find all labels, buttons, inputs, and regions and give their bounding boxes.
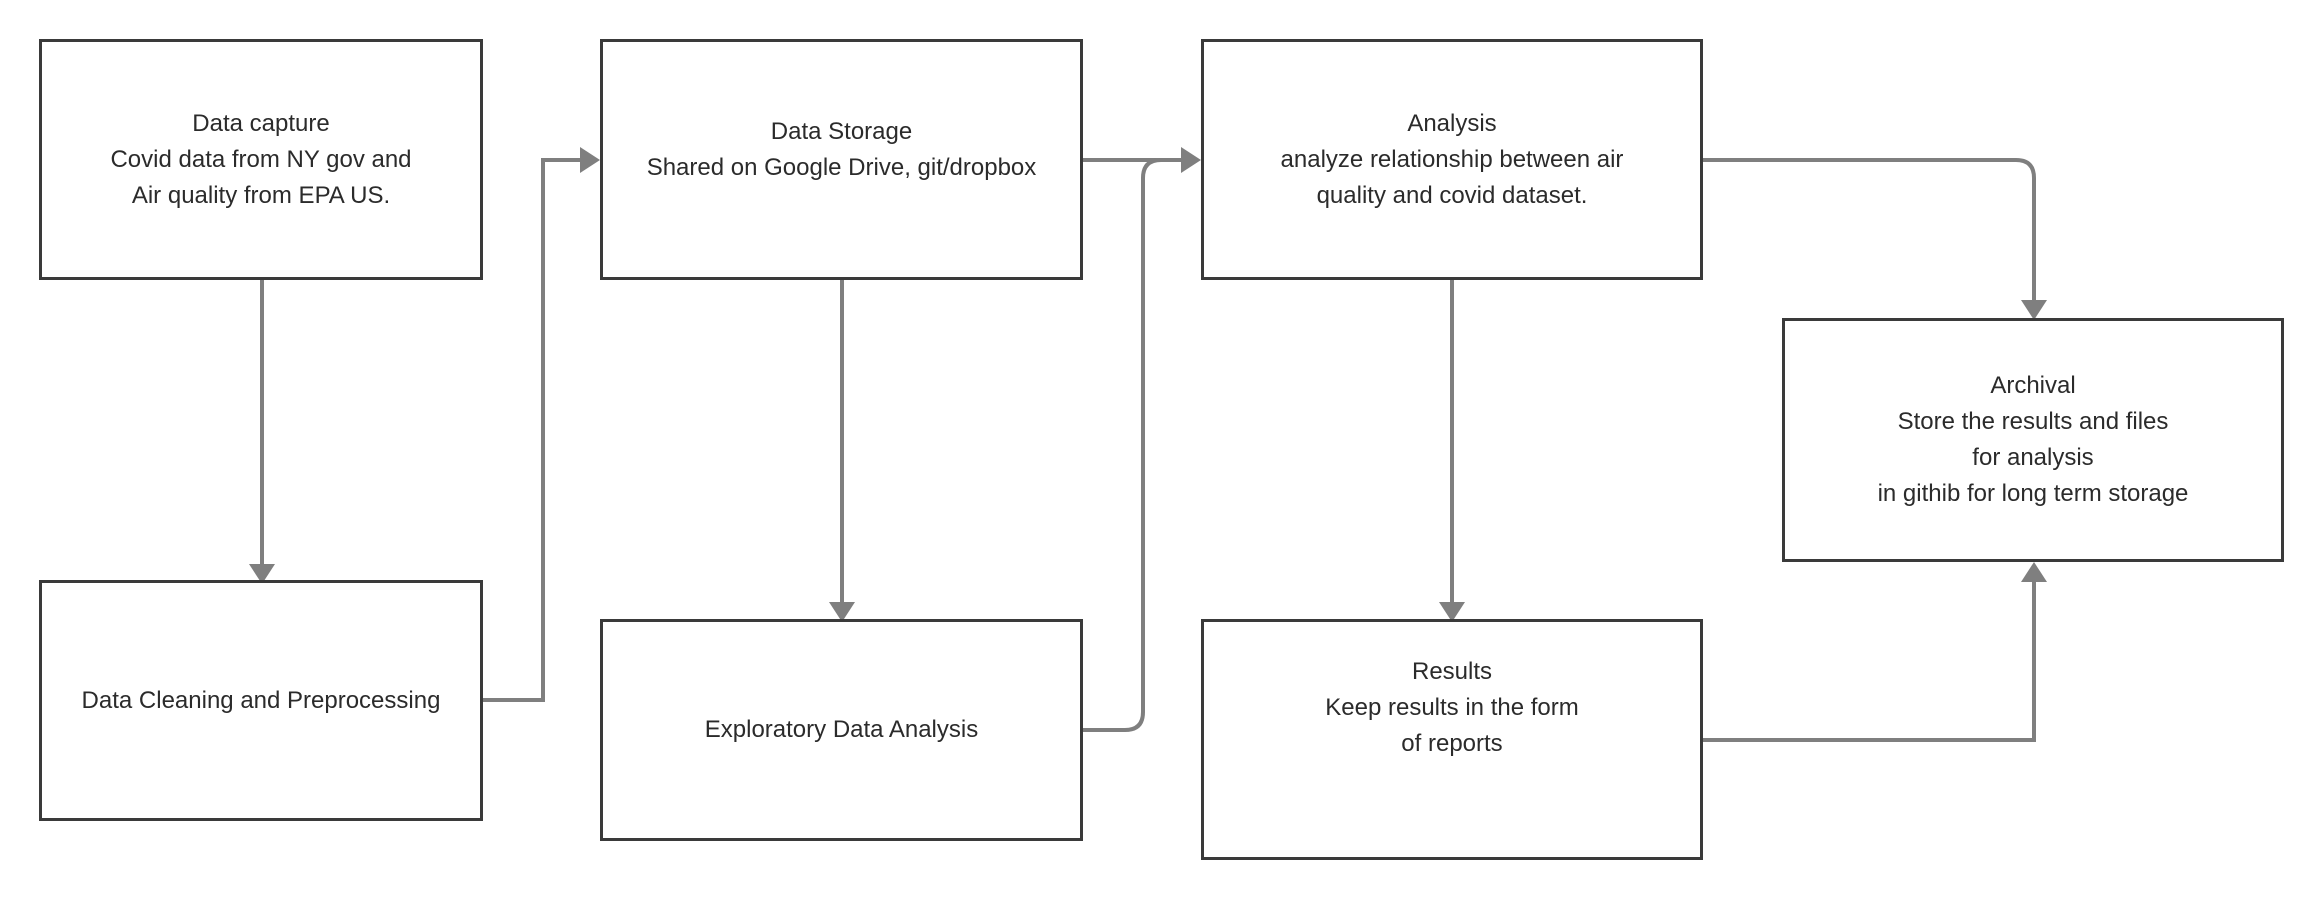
node-text: for analysis: [1972, 444, 2094, 471]
node-data-capture: Data capture Covid data from NY gov and …: [39, 39, 483, 280]
node-data-cleaning: Data Cleaning and Preprocessing: [39, 580, 483, 821]
node-text: Covid data from NY gov and: [110, 145, 412, 173]
node-text: analyze relationship between air: [1280, 145, 1624, 173]
edge-analysis-to-archival: [1703, 158, 2036, 302]
node-text: quality and covid dataset.: [1316, 181, 1588, 209]
node-exploratory-data-analysis: Exploratory Data Analysis: [600, 619, 1083, 841]
node-title: Exploratory Data Analysis: [704, 716, 979, 743]
arrowhead-storage: [580, 147, 600, 173]
node-title: Data capture: [192, 109, 330, 137]
node-results: Results Keep results in the form of repo…: [1201, 619, 1703, 860]
arrowhead-archival-bottom: [2021, 562, 2047, 582]
node-text: Keep results in the form: [1325, 694, 1579, 721]
arrowhead-archival-top: [2021, 300, 2047, 320]
arrowhead-eda: [829, 602, 855, 622]
node-text: Store the results and files: [1897, 408, 2169, 435]
node-text: Air quality from EPA US.: [131, 181, 391, 209]
edge-eda-to-analysis: [1083, 158, 1183, 732]
node-text: Shared on Google Drive, git/dropbox: [646, 154, 1037, 181]
node-archival: Archival Store the results and files for…: [1782, 318, 2284, 562]
node-text: of reports: [1401, 730, 1503, 757]
node-title: Analysis: [1407, 109, 1497, 137]
node-title: Data Cleaning and Preprocessing: [81, 686, 441, 714]
arrowhead-cleaning: [249, 564, 275, 584]
arrowhead-analysis-from-storage: [1181, 147, 1201, 173]
node-title: Data Storage: [770, 118, 913, 145]
node-title: Archival: [1990, 372, 2076, 399]
node-data-storage: Data Storage Shared on Google Drive, git…: [600, 39, 1083, 280]
node-title: Results: [1411, 658, 1493, 685]
node-text: in githib for long term storage: [1877, 480, 2189, 507]
arrowhead-results: [1439, 602, 1465, 622]
edge-results-to-archival: [1703, 580, 2036, 742]
node-analysis: Analysis analyze relationship between ai…: [1201, 39, 1703, 280]
edge-cleaning-to-storage: [483, 158, 582, 702]
